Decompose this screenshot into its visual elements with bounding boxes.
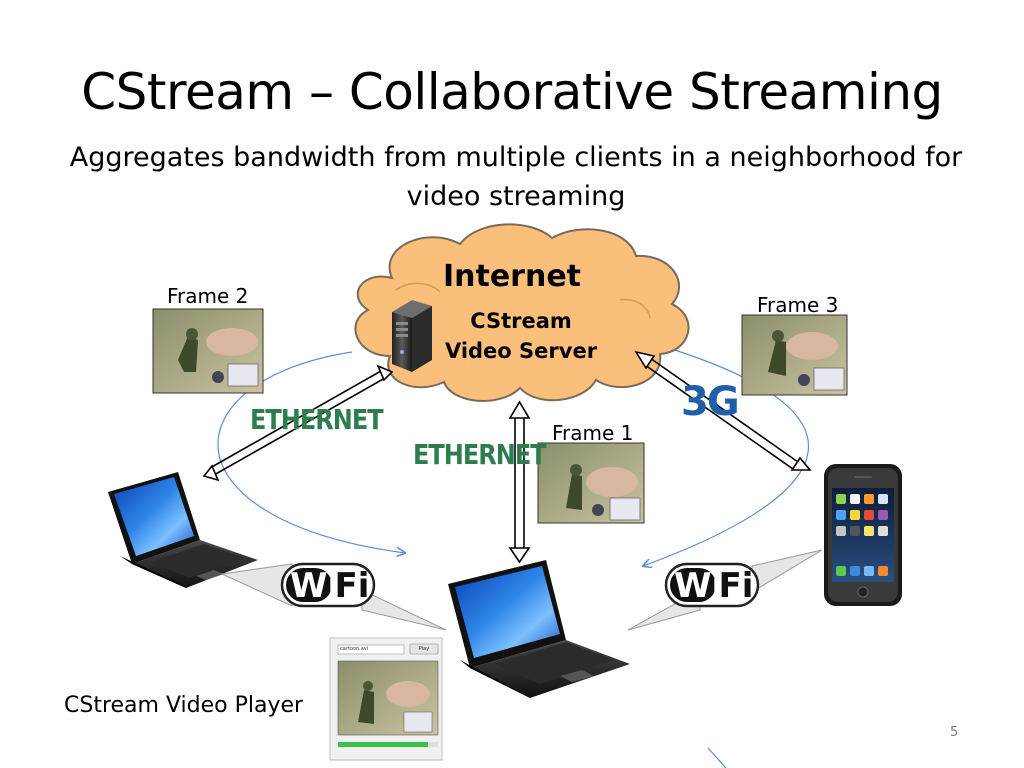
video-player-label: CStream Video Player xyxy=(64,693,304,718)
wifi-callout-right xyxy=(627,549,823,631)
ethernet-label-left: ETHERNET xyxy=(250,403,384,437)
flow-curve-left xyxy=(217,351,405,553)
player-play-button: Play xyxy=(418,646,430,652)
frame-2-thumbnail xyxy=(152,308,264,394)
ethernet-link-left xyxy=(202,364,394,482)
internet-label: Internet xyxy=(442,259,582,294)
laptop-icon-center xyxy=(448,560,630,698)
ethernet-link-center xyxy=(508,400,531,564)
slide-subtitle: Aggregates bandwidth from multiple clien… xyxy=(69,142,963,212)
laptop-icon-left xyxy=(108,472,258,588)
smartphone-icon xyxy=(824,464,902,606)
wifi-right-wi: Wi xyxy=(674,566,724,606)
flow-curve-right xyxy=(643,345,810,566)
frame-3-thumbnail xyxy=(741,314,848,396)
ethernet-label-center: ETHERNET xyxy=(413,438,547,472)
wifi-left-fi: Fi xyxy=(334,566,370,606)
player-file-field: cartoon.avi xyxy=(340,646,369,652)
video-player-window xyxy=(329,637,443,761)
server-label: CStream Video Server xyxy=(444,309,598,363)
internet-cloud xyxy=(354,223,690,402)
frame-1-label: Frame 1 xyxy=(552,421,634,445)
frame-1-thumbnail xyxy=(537,442,645,524)
flow-curve-bottom xyxy=(707,747,727,768)
wifi-left-wi: Wi xyxy=(290,566,340,606)
wifi-right-fi: Fi xyxy=(718,566,754,606)
slide-title: CStream – Collaborative Streaming xyxy=(81,63,943,121)
frame-3-label: Frame 3 xyxy=(757,293,839,317)
page-number: 5 xyxy=(950,725,959,740)
3g-label: 3G xyxy=(681,379,740,425)
wifi-callout-left xyxy=(220,562,447,631)
frame-2-label: Frame 2 xyxy=(167,284,249,308)
mobile-link-right xyxy=(634,350,812,471)
server-tower-icon xyxy=(392,300,432,372)
